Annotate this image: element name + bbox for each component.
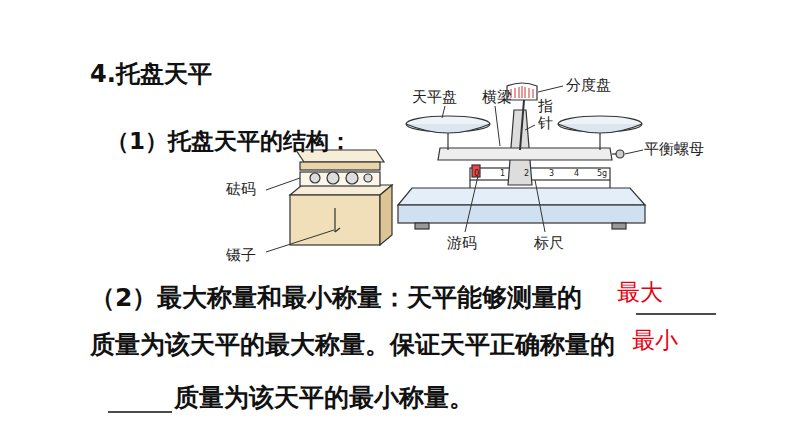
answer-blanks [108, 314, 716, 412]
part-name: 砝码 [226, 180, 256, 198]
scale-number: 0 [474, 169, 479, 179]
part-name: 天平盘 [412, 88, 457, 106]
scale-number: 4 [574, 169, 579, 179]
part-name: 镊子 [226, 246, 256, 264]
scale-number: 5g [597, 169, 607, 179]
paragraph-line: （2）最大称量和最小称量：天平能够测量的 [90, 283, 582, 313]
part-name: 指针 [538, 98, 553, 131]
part-name: 标尺 [534, 234, 564, 252]
section-heading: （1）托盘天平的结构： [106, 128, 352, 156]
paragraph-line: 质量为该天平的最大称量。保证天平正确称量的 [90, 330, 615, 360]
scale-number: 1 [500, 169, 505, 179]
answer-text: 最大 [617, 279, 663, 307]
scale-number: 3 [549, 169, 554, 179]
part-name: 分度盘 [566, 76, 611, 94]
leader-lines [266, 86, 643, 252]
part-name: 横梁 [482, 88, 512, 106]
answer-text: 最小 [632, 327, 678, 355]
weight-box [290, 150, 392, 245]
part-name: 游码 [447, 234, 477, 252]
slide-title: 4.托盘天平 [90, 60, 212, 89]
paragraph-line: 质量为该天平的最小称量。 [174, 383, 474, 413]
scale-number: 2 [524, 169, 529, 179]
balance [398, 83, 645, 229]
part-name: 平衡螺母 [644, 140, 704, 158]
